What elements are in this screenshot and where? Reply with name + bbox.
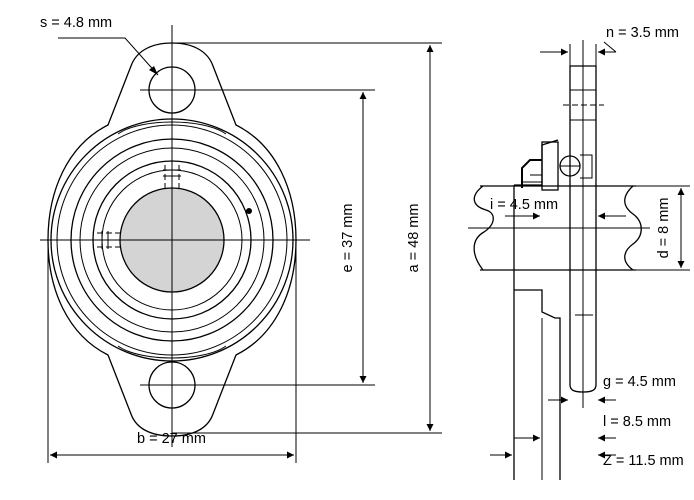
label-b: b = 27 mm [137,431,206,447]
grease-nipple-dot [246,208,252,214]
front-dimensions [47,37,442,463]
label-s: s = 4.8 mm [40,15,112,31]
front-view [40,25,310,447]
label-e: e = 37 mm [340,204,356,273]
housing-side [513,139,561,480]
shaft [473,185,642,271]
label-n: n = 3.5 mm [606,25,679,41]
label-l: l = 8.5 mm [603,414,671,430]
label-g: g = 4.5 mm [603,374,676,390]
label-i: i = 4.5 mm [490,197,558,213]
side-view [468,40,650,480]
side-dimensions [490,41,690,459]
bearing-insert [521,141,593,191]
label-a: a = 48 mm [406,204,422,273]
label-d: d = 8 mm [656,198,672,259]
label-z: Z = 11.5 mm [603,453,684,469]
